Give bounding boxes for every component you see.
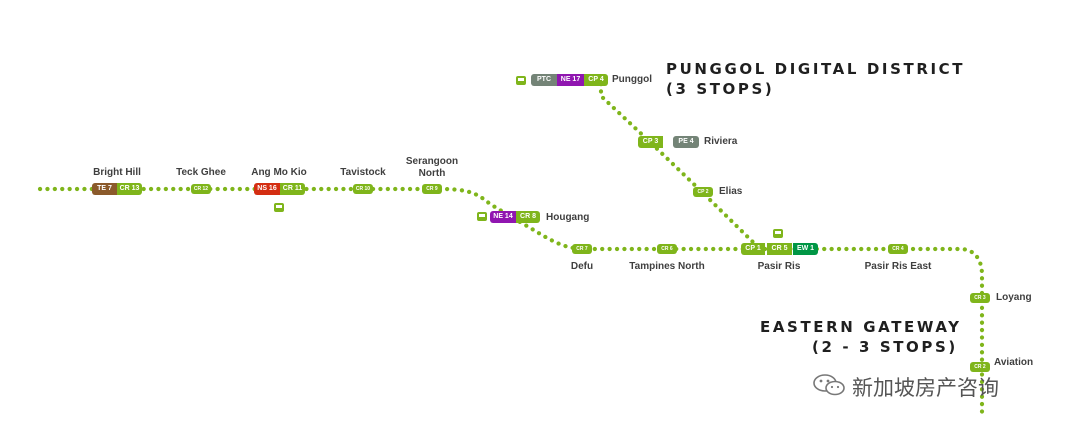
code-punggol-ne: NE 17 [557,74,584,86]
code-ang-mo-kio-cr: CR 11 [280,183,305,195]
code-bright-hill-cr: CR 13 [117,183,142,195]
code-defu: CR 7 [572,244,592,254]
code-serangoon-north: CR 9 [422,184,442,194]
code-riviera-cp: CP 3 [638,136,663,148]
district-subtitle-punggol: (3 STOPS) [666,80,775,98]
code-ang-mo-kio-ns: NS 16 [254,183,280,195]
train-icon [274,203,284,212]
station-label-riviera: Riviera [704,136,738,147]
code-pasir-ris-ew: EW 1 [793,243,818,255]
station-label-serangoon-north-1: Serangoon [405,156,459,167]
code-loyang: CR 3 [970,293,990,303]
code-aviation: CR 2 [970,362,990,372]
train-icon [773,229,783,238]
code-hougang-ne: NE 14 [490,211,516,223]
code-elias: CP 2 [693,187,713,197]
code-punggol-cp: CP 4 [584,74,608,86]
train-icon [477,212,487,221]
line-track [37,81,985,418]
wechat-icon [813,374,845,396]
station-label-aviation: Aviation [994,357,1034,368]
code-teck-ghee: CR 12 [191,184,211,194]
station-label-pasir-ris: Pasir Ris [757,261,801,272]
station-label-tavistock: Tavistock [340,167,386,178]
cross-island-line-track [37,186,985,418]
code-pasir-ris-cr: CR 5 [767,243,792,255]
district-subtitle-eastern: (2 - 3 STOPS) [812,338,958,356]
station-label-pasir-ris-east: Pasir Ris East [864,261,932,272]
district-title-eastern: EASTERN GATEWAY [760,318,962,336]
watermark-text: 新加坡房产咨询 [852,376,999,400]
code-tampines-north: CR 6 [657,244,677,254]
district-title-punggol: PUNGGOL DIGITAL DISTRICT [666,60,966,78]
station-label-teck-ghee: Teck Ghee [176,167,226,178]
station-label-tampines-north: Tampines North [629,261,705,272]
code-hougang-cr: CR 8 [516,211,540,223]
station-label-serangoon-north-2: North [418,168,446,179]
code-bright-hill-te: TE 7 [92,183,117,195]
code-tavistock: CR 10 [353,184,373,194]
code-pasir-ris-east: CR 4 [888,244,908,254]
station-label-punggol: Punggol [612,74,652,85]
code-punggol-ptc: PTC [531,74,557,86]
station-label-hougang: Hougang [546,212,590,223]
station-label-bright-hill: Bright Hill [93,167,141,178]
station-label-defu: Defu [570,261,594,272]
code-riviera-pe: PE 4 [673,136,699,148]
code-pasir-ris-cp: CP 1 [741,243,765,255]
station-label-ang-mo-kio: Ang Mo Kio [251,167,307,178]
train-icon [516,76,526,85]
punggol-branch-track [598,81,763,252]
station-label-loyang: Loyang [996,292,1032,303]
station-label-elias: Elias [719,186,743,197]
